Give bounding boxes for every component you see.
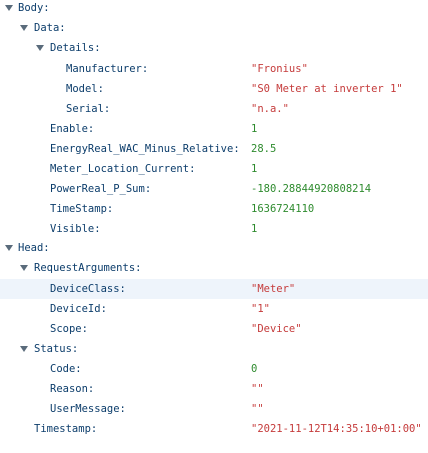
property-value: "Meter" [251,283,296,295]
property-value: "" [251,403,264,415]
tree-row-meter-location[interactable]: Meter_Location_Current: 1 [0,159,428,179]
tree-row-data-timestamp[interactable]: TimeStamp: 1636724110 [0,199,428,219]
tree-row-device-id[interactable]: DeviceId: "1" [0,299,428,319]
node-label: Body: [18,2,50,14]
property-key: TimeStamp: [50,203,114,215]
property-key: DeviceClass: [50,283,126,295]
node-label: Status: [34,343,79,355]
tree-node-details[interactable]: Details: [0,38,428,58]
collapse-toggle-icon[interactable] [5,5,13,11]
property-key: Scope: [50,323,88,335]
property-value: 1 [251,163,258,175]
property-value: "Fronius" [251,63,308,75]
property-value: -180.28844920808214 [251,183,372,195]
tree-row-reason[interactable]: Reason: "" [0,379,428,399]
property-key: Meter_Location_Current: [50,163,196,175]
property-key: DeviceId: [50,303,107,315]
tree-row-serial[interactable]: Serial: "n.a." [0,99,428,119]
tree-row-scope[interactable]: Scope: "Device" [0,319,428,339]
property-key: Code: [50,363,82,375]
collapse-toggle-icon[interactable] [20,265,28,271]
property-key: Timestamp: [34,423,98,435]
property-key: Enable: [50,123,95,135]
node-label: Details: [50,42,101,54]
property-value: "Device" [251,323,302,335]
tree-row-head-timestamp[interactable]: Timestamp: "2021-11-12T14:35:10+01:00" [0,419,428,439]
tree-row-model[interactable]: Model: "S0 Meter at inverter 1" [0,79,428,99]
property-key: PowerReal_P_Sum: [50,183,152,195]
tree-row-power[interactable]: PowerReal_P_Sum: -180.28844920808214 [0,179,428,199]
tree-node-request-arguments[interactable]: RequestArguments: [0,258,428,278]
tree-row-user-message[interactable]: UserMessage: "" [0,399,428,419]
tree-node-status[interactable]: Status: [0,339,428,359]
property-key: EnergyReal_WAC_Minus_Relative: [50,143,240,155]
property-key: UserMessage: [50,403,126,415]
collapse-toggle-icon[interactable] [20,25,28,31]
property-value: 0 [251,363,258,375]
property-key: Manufacturer: [66,63,149,75]
property-value: 1636724110 [251,203,315,215]
tree-node-head[interactable]: Head: [0,238,428,258]
tree-row-device-class[interactable]: DeviceClass: "Meter" [0,279,428,299]
tree-node-body[interactable]: Body: [0,0,428,18]
property-value: "1" [251,303,270,315]
tree-row-visible[interactable]: Visible: 1 [0,219,428,239]
collapse-toggle-icon[interactable] [20,346,28,352]
tree-row-code[interactable]: Code: 0 [0,359,428,379]
node-label: Data: [34,22,66,34]
collapse-toggle-icon[interactable] [5,245,13,251]
tree-row-enable[interactable]: Enable: 1 [0,119,428,139]
property-value: "2021-11-12T14:35:10+01:00" [251,423,422,435]
property-key: Visible: [50,223,101,235]
property-value: "S0 Meter at inverter 1" [251,83,403,95]
collapse-toggle-icon[interactable] [36,45,44,51]
tree-row-energy[interactable]: EnergyReal_WAC_Minus_Relative: 28.5 [0,139,428,159]
property-key: Model: [66,83,104,95]
property-value: "" [251,383,264,395]
tree-row-manufacturer[interactable]: Manufacturer: "Fronius" [0,59,428,79]
property-value: 1 [251,223,258,235]
property-value: 28.5 [251,143,277,155]
property-key: Serial: [66,103,111,115]
node-label: Head: [18,242,50,254]
property-key: Reason: [50,383,95,395]
node-label: RequestArguments: [34,262,142,274]
tree-node-data[interactable]: Data: [0,18,428,38]
property-value: 1 [251,123,258,135]
property-value: "n.a." [251,103,289,115]
